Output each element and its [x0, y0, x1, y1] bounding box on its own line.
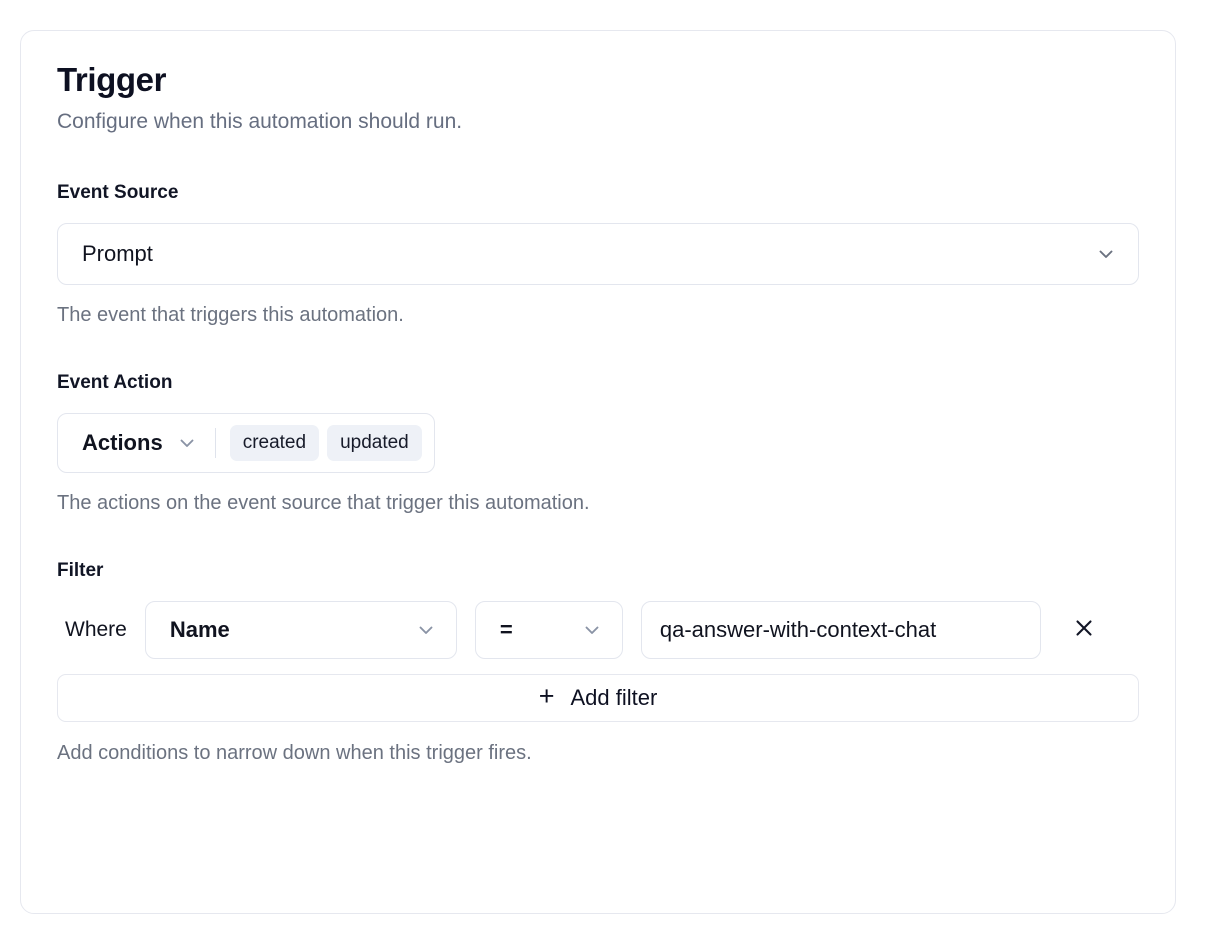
chevron-down-icon [416, 620, 436, 640]
event-action-trigger-label: Actions [82, 429, 163, 455]
page-subtitle: Configure when this automation should ru… [57, 109, 463, 133]
trigger-card: Trigger Configure when this automation s… [20, 30, 1176, 914]
page-title: Trigger [57, 61, 167, 98]
filter-help: Add conditions to narrow down when this … [57, 741, 532, 764]
event-source-value: Prompt [82, 240, 153, 266]
chevron-down-icon [582, 620, 602, 640]
filter-operator-select[interactable]: = [474, 600, 623, 659]
event-source-section: Event Source Prompt The event that trigg… [57, 182, 1139, 328]
action-pill-created[interactable]: created [229, 424, 320, 461]
filter-operator-value: = [499, 616, 513, 642]
plus-icon: + [538, 681, 555, 712]
event-action-label: Event Action [57, 371, 173, 393]
add-filter-label: Add filter [570, 684, 658, 710]
event-action-help: The actions on the event source that tri… [57, 491, 590, 514]
remove-filter-button[interactable] [1067, 613, 1101, 647]
chevron-down-icon [1096, 244, 1116, 264]
event-action-control: Actions created updated [57, 412, 435, 473]
close-icon [1072, 616, 1096, 643]
filter-field-select[interactable]: Name [144, 600, 457, 659]
selected-actions-list: created updated [229, 424, 422, 461]
filter-row: Where Name = [57, 600, 1139, 659]
filter-label: Filter [57, 559, 104, 581]
action-pill-updated[interactable]: updated [327, 424, 422, 461]
event-action-dropdown-trigger[interactable]: Actions [82, 430, 215, 456]
chevron-down-icon [177, 433, 197, 453]
event-source-help: The event that triggers this automation. [57, 303, 404, 326]
divider [214, 427, 216, 458]
filter-value-input[interactable] [640, 600, 1041, 659]
event-source-label: Event Source [57, 182, 179, 204]
event-source-select[interactable]: Prompt [57, 222, 1139, 285]
where-label: Where [65, 617, 127, 641]
filter-section: Filter Where Name = [57, 560, 1139, 766]
add-filter-button[interactable]: + Add filter [57, 673, 1139, 722]
event-action-section: Event Action Actions created updated The… [57, 372, 1139, 516]
filter-field-value: Name [169, 616, 230, 642]
